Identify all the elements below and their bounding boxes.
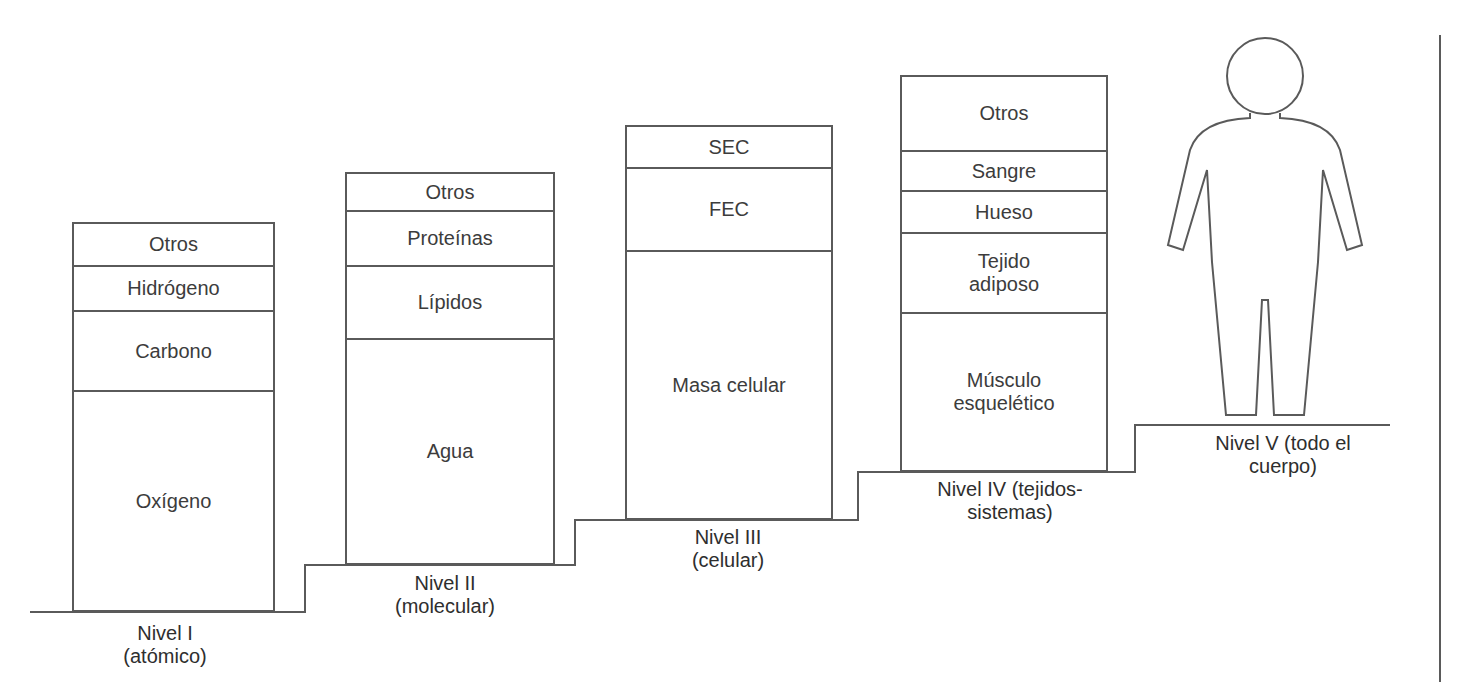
composition-segment: Hidrógeno <box>72 265 275 310</box>
level-label: Nivel I (atómico) <box>108 622 223 668</box>
figure-head <box>1227 38 1303 114</box>
segment-label: FEC <box>709 198 749 221</box>
composition-segment: SEC <box>625 125 833 167</box>
segment-label: Agua <box>427 440 474 463</box>
segment-label: Otros <box>980 102 1029 125</box>
segment-label: Tejido adiposo <box>942 250 1067 296</box>
segment-label: Hidrógeno <box>127 277 219 300</box>
segment-label: Otros <box>426 181 475 204</box>
composition-segment: FEC <box>625 167 833 250</box>
segment-label: Hueso <box>975 201 1033 224</box>
composition-segment: Sangre <box>900 150 1108 190</box>
level-label: Nivel II (molecular) <box>383 572 508 618</box>
composition-segment: Lípidos <box>345 265 555 338</box>
composition-segment: Oxígeno <box>72 390 275 612</box>
segment-label: Lípidos <box>418 291 483 314</box>
figure-body <box>1168 113 1362 415</box>
segment-label: Sangre <box>972 160 1037 183</box>
segment-label: Oxígeno <box>136 490 212 513</box>
composition-segment: Otros <box>72 222 275 265</box>
composition-segment: Otros <box>900 75 1108 150</box>
segment-label: Carbono <box>135 340 212 363</box>
level-label: Nivel III (celular) <box>666 526 791 572</box>
segment-label: Masa celular <box>672 374 785 397</box>
composition-segment: Hueso <box>900 190 1108 232</box>
composition-segment: Carbono <box>72 310 275 390</box>
composition-segment: Masa celular <box>625 250 833 520</box>
segment-label: Otros <box>149 233 198 256</box>
composition-segment: Otros <box>345 172 555 210</box>
level-label: Nivel V (todo el cuerpo) <box>1183 432 1383 478</box>
segment-label: Músculo esquelético <box>942 369 1067 415</box>
divider-line <box>1439 35 1441 682</box>
composition-segment: Tejido adiposo <box>900 232 1108 312</box>
composition-segment: Agua <box>345 338 555 565</box>
level-label: Nivel IV (tejidos-sistemas) <box>915 478 1105 524</box>
segment-label: Proteínas <box>407 227 493 250</box>
composition-segment: Músculo esquelético <box>900 312 1108 472</box>
composition-segment: Proteínas <box>345 210 555 265</box>
segment-label: SEC <box>708 136 749 159</box>
